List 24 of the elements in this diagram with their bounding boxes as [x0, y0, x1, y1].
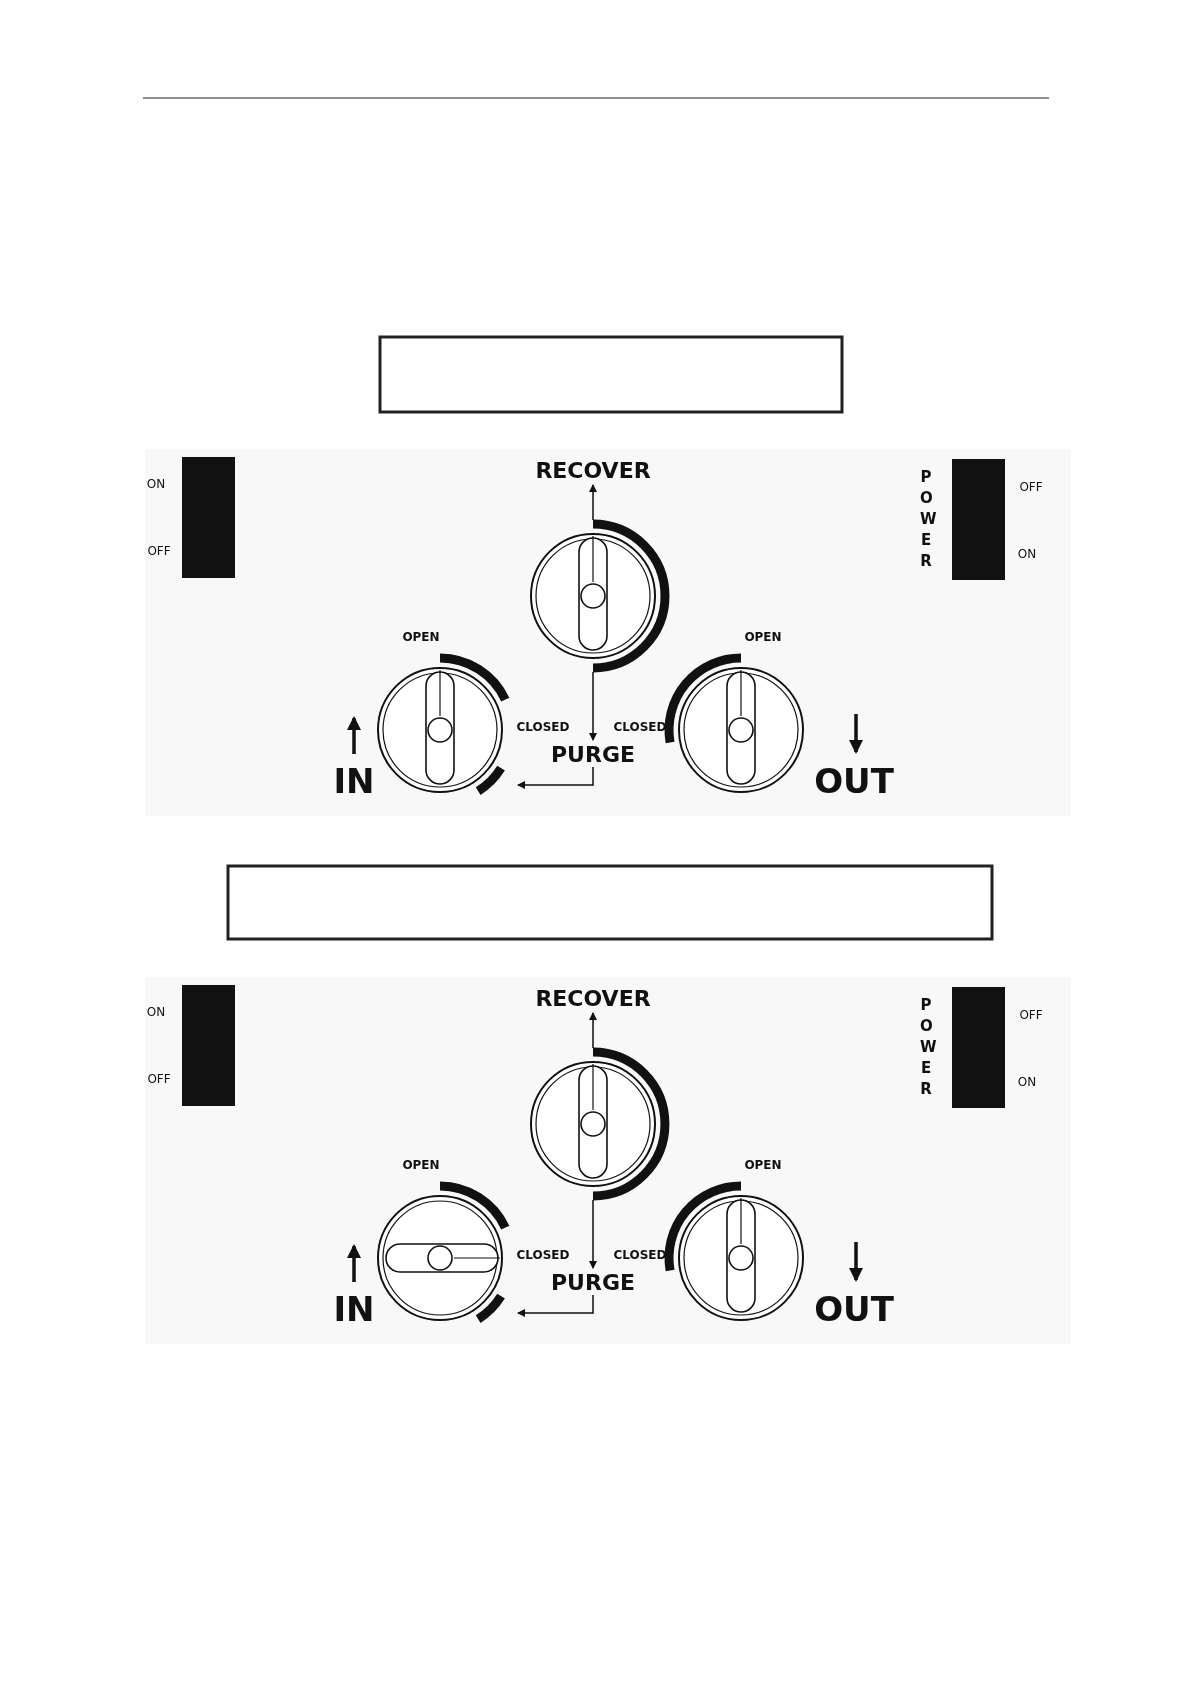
position-label: OPEN: [744, 1159, 782, 1171]
switch-label: ON: [146, 478, 166, 490]
switch-label: ON: [1017, 548, 1037, 560]
position-label: OPEN: [402, 1159, 440, 1171]
knob-label: PURGE: [551, 744, 635, 766]
direction-label: OUT: [814, 1292, 894, 1326]
position-label: CLOSED: [613, 721, 667, 733]
switch-label: OFF: [147, 1073, 171, 1085]
direction-label: OUT: [814, 764, 894, 798]
switch-label: ON: [1017, 1076, 1037, 1088]
knob-label: RECOVER: [535, 988, 651, 1010]
knob-label: RECOVER: [535, 460, 651, 482]
position-label: CLOSED: [516, 721, 570, 733]
switch-label: ON: [146, 1006, 166, 1018]
direction-label: IN: [333, 764, 375, 798]
position-label: CLOSED: [613, 1249, 667, 1261]
switch-label: OFF: [147, 545, 171, 557]
knob-label: PURGE: [551, 1272, 635, 1294]
switch-label: OFF: [1019, 481, 1043, 493]
direction-label: IN: [333, 1292, 375, 1326]
switch-label: OFF: [1019, 1009, 1043, 1021]
position-label: OPEN: [402, 631, 440, 643]
position-label: OPEN: [744, 631, 782, 643]
position-label: CLOSED: [516, 1249, 570, 1261]
